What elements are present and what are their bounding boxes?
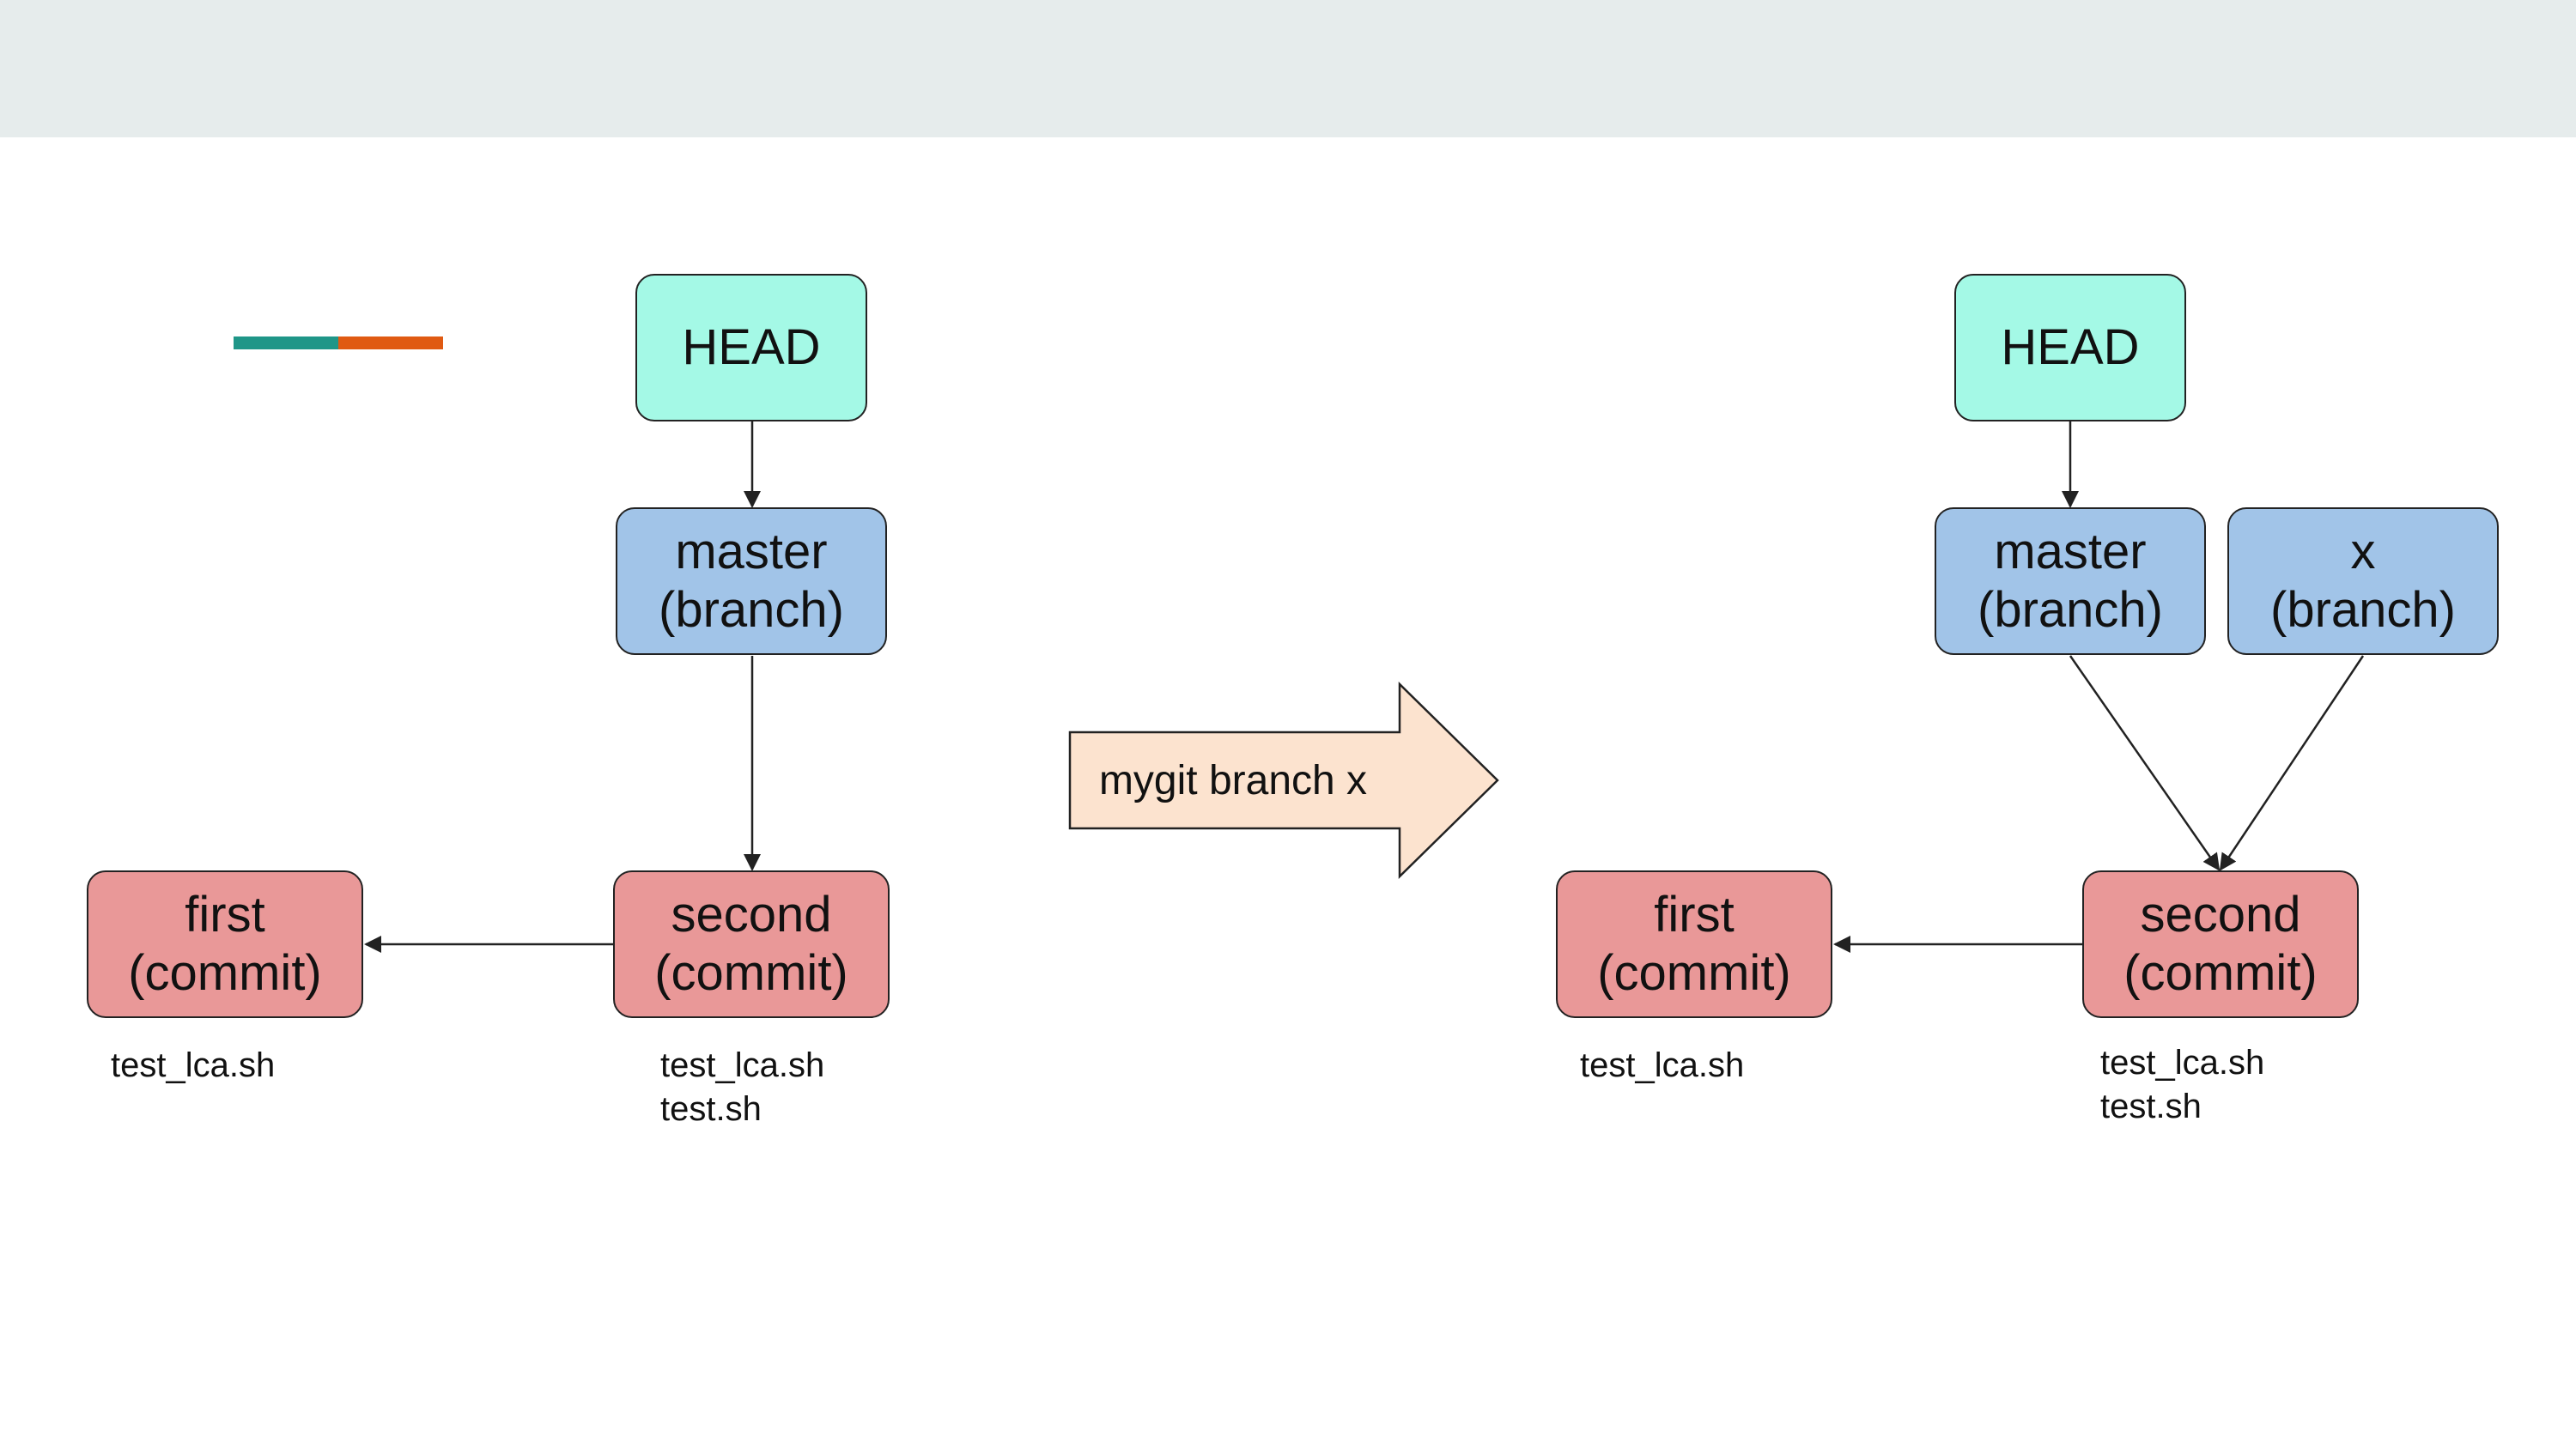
commit-type: (commit) xyxy=(654,945,848,1001)
head-label: HEAD xyxy=(2001,319,2140,375)
branch-name: master xyxy=(1994,524,2147,579)
commit-type: (commit) xyxy=(1597,945,1791,1001)
file-name: test_lca.sh xyxy=(660,1046,825,1084)
accent-bar-teal xyxy=(234,336,338,349)
top-bar xyxy=(0,0,2576,137)
commit-type: (commit) xyxy=(2123,945,2318,1001)
master-branch-node-before: master (branch) xyxy=(616,507,887,655)
second-commit-node-after: second (commit) xyxy=(2082,870,2359,1018)
head-label: HEAD xyxy=(682,319,821,375)
branch-type: (branch) xyxy=(659,582,844,638)
commit-type: (commit) xyxy=(128,945,322,1001)
branch-type: (branch) xyxy=(2270,582,2456,638)
master-branch-node-after: master (branch) xyxy=(1935,507,2206,655)
command-label: mygit branch x xyxy=(1098,757,1368,803)
x-branch-node-after: x (branch) xyxy=(2227,507,2499,655)
commit-name: second xyxy=(2140,887,2301,943)
commit-name: first xyxy=(1654,887,1735,943)
branch-name: x xyxy=(2350,524,2376,579)
first-commit-files-after: test_lca.sh xyxy=(1580,1044,1744,1088)
commit-name: second xyxy=(671,887,832,943)
head-node-after: HEAD xyxy=(1954,274,2186,421)
branch-name: master xyxy=(675,524,828,579)
file-name: test_lca.sh xyxy=(1580,1046,1745,1084)
command-arrow-shape xyxy=(1068,682,1499,879)
first-commit-files-before: test_lca.sh xyxy=(111,1044,275,1088)
first-commit-node-after: first (commit) xyxy=(1556,870,1832,1018)
file-name: test_lca.sh xyxy=(2100,1044,2265,1082)
file-name: test_lca.sh xyxy=(111,1046,276,1084)
accent-bar-orange xyxy=(338,336,443,349)
edge-x-to-second-after xyxy=(2219,655,2365,871)
file-name: test.sh xyxy=(660,1090,762,1128)
commit-name: first xyxy=(185,887,265,943)
second-commit-node-before: second (commit) xyxy=(613,870,890,1018)
head-node-before: HEAD xyxy=(635,274,867,421)
branch-type: (branch) xyxy=(1978,582,2163,638)
edge-master-to-second-after xyxy=(2069,655,2221,871)
first-commit-node-before: first (commit) xyxy=(87,870,363,1018)
file-name: test.sh xyxy=(2100,1088,2202,1125)
second-commit-files-before: test_lca.sh test.sh xyxy=(660,1044,824,1131)
second-commit-files-after: test_lca.sh test.sh xyxy=(2100,1041,2264,1129)
